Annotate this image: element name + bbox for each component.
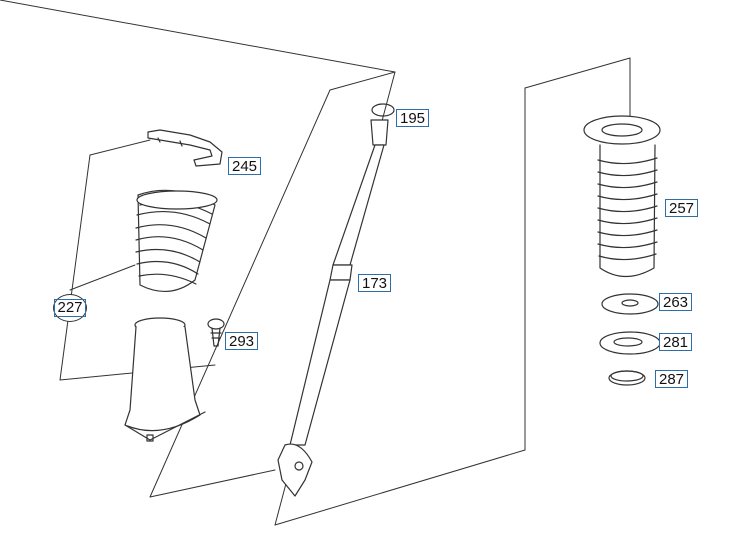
spring-pad-part [599, 331, 661, 355]
callout-263[interactable]: 263 [659, 293, 693, 311]
callout-281[interactable]: 281 [659, 333, 693, 351]
callout-227[interactable]: 227 [53, 294, 87, 322]
callout-245[interactable]: 245 [228, 157, 262, 175]
clip-strip-part [147, 129, 223, 167]
o-ring-part [371, 103, 395, 117]
bellows-part [135, 189, 218, 292]
steering-shaft-part [277, 119, 389, 497]
bump-stop-part [583, 115, 661, 278]
callout-293[interactable]: 293 [225, 332, 259, 350]
washer-part [601, 293, 659, 315]
callout-257[interactable]: 257 [665, 199, 699, 217]
callout-173[interactable]: 173 [358, 274, 392, 292]
callout-195[interactable]: 195 [396, 109, 430, 127]
screw-part [207, 318, 225, 347]
boot-part [124, 317, 206, 442]
callout-287[interactable]: 287 [655, 370, 689, 388]
assembly-lines [0, 0, 631, 526]
callout-227-label: 227 [54, 299, 86, 317]
snap-ring-part [608, 370, 646, 386]
